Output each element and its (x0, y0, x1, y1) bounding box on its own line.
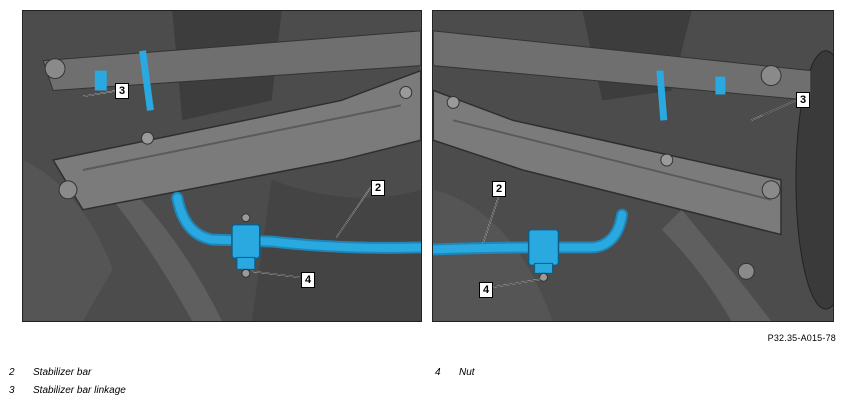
bushing-clamp (231, 223, 261, 260)
legend-text: Stabilizer bar (33, 367, 92, 378)
bushing-clamp (527, 228, 560, 267)
leader-line-4-core (251, 271, 300, 278)
bolt (737, 262, 755, 280)
callout-2: 2 (492, 181, 506, 197)
bolt (141, 131, 154, 145)
bushing-lower (236, 256, 256, 270)
stabilizer-linkage-right (656, 70, 668, 121)
legend-text: Stabilizer bar linkage (33, 385, 126, 396)
lower-body-left (433, 189, 553, 321)
bolt (446, 95, 460, 109)
legend-text: Nut (459, 367, 475, 378)
illustration-left: 3 2 4 (22, 10, 422, 322)
leader-line-2-core (482, 195, 500, 244)
crossmember-edge (452, 119, 772, 201)
leader-line-3-core (82, 90, 118, 97)
bolt (660, 153, 674, 167)
figure-reference-code: P32.35-A015-78 (767, 333, 836, 343)
stabilizer-bar (173, 193, 421, 252)
legend-item: 4 Nut (435, 367, 475, 378)
crossmember (51, 69, 421, 211)
leader-line-2-core (336, 186, 372, 238)
legend-item: 3 Stabilizer bar linkage (9, 385, 126, 396)
bolt (44, 58, 66, 80)
callout-3: 3 (115, 83, 129, 99)
stabilizer-linkage-left (139, 50, 154, 111)
nut (241, 268, 251, 278)
leader-line-4-core (492, 278, 541, 288)
leader-line-3-core (751, 100, 797, 121)
right-illustration-drawing (433, 11, 833, 321)
bolt (399, 86, 413, 99)
bushing-lower (534, 262, 554, 274)
control-arm (661, 209, 772, 321)
callout-2: 2 (371, 180, 385, 196)
callout-4: 4 (301, 272, 315, 288)
nut (539, 272, 549, 282)
crossmember (433, 89, 782, 236)
callout-3: 3 (796, 92, 810, 108)
left-illustration-drawing (23, 11, 421, 321)
nut-top (241, 213, 251, 223)
crossmember-edge (82, 104, 402, 171)
bolt (58, 180, 78, 200)
bolt (761, 180, 781, 200)
left-suspension-arm (23, 160, 113, 321)
illustration-right: 3 2 4 (432, 10, 834, 322)
brake-disc (795, 50, 833, 310)
legend-number: 4 (435, 367, 441, 378)
control-arm (112, 179, 222, 321)
linkage-joint (94, 70, 107, 91)
bolt (760, 65, 782, 87)
callout-4: 4 (479, 282, 493, 298)
legend-number: 3 (9, 385, 15, 396)
linkage-joint (715, 76, 726, 95)
legend-item: 2 Stabilizer bar (9, 367, 91, 378)
upper-strut (42, 30, 421, 92)
legend-number: 2 (9, 367, 15, 378)
